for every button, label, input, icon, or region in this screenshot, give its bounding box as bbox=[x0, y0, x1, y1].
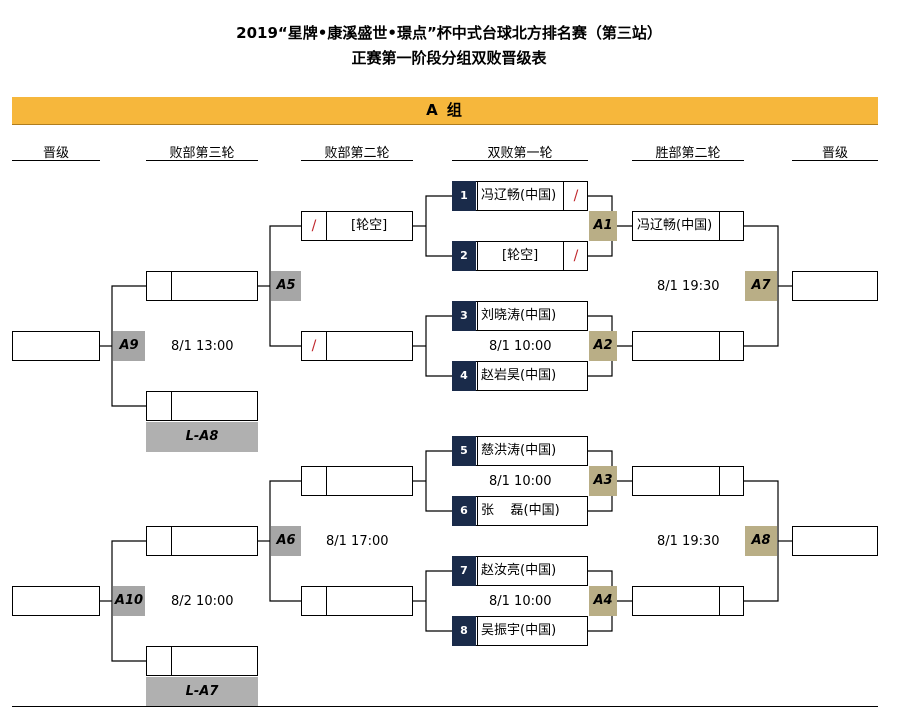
round-label-winners-r2: 胜部第二轮 bbox=[655, 146, 721, 161]
player-name: 赵汝亮(中国) bbox=[481, 563, 557, 578]
player-name: 冯辽畅(中国) bbox=[481, 188, 557, 203]
player-name: 张 磊(中国) bbox=[481, 503, 560, 518]
round-label-losers-r2: 败部第二轮 bbox=[324, 146, 390, 161]
player-name: 赵岩昊(中国) bbox=[481, 368, 557, 383]
losers-r2-slot bbox=[301, 586, 413, 616]
losers-r3-slot bbox=[146, 271, 258, 301]
round-underline bbox=[452, 160, 588, 161]
player-name: 刘晓涛(中国) bbox=[481, 308, 557, 323]
player-name: [轮空] bbox=[351, 218, 388, 233]
seed-number: 5 bbox=[452, 436, 476, 466]
match-code-a5: A5 bbox=[271, 271, 301, 301]
losers-r2-slot bbox=[301, 211, 413, 241]
match-time: 8/1 19:30 bbox=[657, 534, 720, 549]
player-name: 慈洪涛(中国) bbox=[481, 443, 557, 458]
match-code-a2: A2 bbox=[589, 331, 617, 361]
match-time: 8/1 19:30 bbox=[657, 279, 720, 294]
match-time: 8/1 10:00 bbox=[489, 474, 552, 489]
match-code-a7: A7 bbox=[745, 271, 777, 301]
winners-r2-slot bbox=[632, 211, 744, 241]
bye-slash: / bbox=[573, 188, 579, 204]
page-subtitle: 正赛第一阶段分组双败晋级表 bbox=[351, 49, 547, 67]
loser-feed-label: L-A7 bbox=[146, 677, 258, 707]
advance-slot-left bbox=[12, 331, 100, 361]
round-label-advance-left: 晋级 bbox=[42, 146, 69, 161]
round-underline bbox=[146, 160, 258, 161]
page-title: 2019“星牌•康溪盛世•璟点”杯中式台球北方排名赛（第三站） bbox=[236, 24, 662, 42]
player-name: [轮空] bbox=[502, 248, 539, 263]
round-label-advance-right: 晋级 bbox=[821, 146, 848, 161]
winners-r2-slot bbox=[632, 466, 744, 496]
match-code-a9: A9 bbox=[113, 331, 145, 361]
seed-number: 3 bbox=[452, 301, 476, 331]
round-underline bbox=[12, 160, 100, 161]
round-label-losers-r3: 败部第三轮 bbox=[169, 146, 235, 161]
match-code-a4: A4 bbox=[589, 586, 617, 616]
match-code-a10: A10 bbox=[113, 586, 145, 616]
round-underline bbox=[301, 160, 413, 161]
seed-number: 1 bbox=[452, 181, 476, 211]
advance-slot-left bbox=[12, 586, 100, 616]
winners-r2-slot bbox=[632, 586, 744, 616]
losers-r3-slot bbox=[146, 526, 258, 556]
player-name: 吴振宇(中国) bbox=[481, 623, 557, 638]
advance-slot-right bbox=[792, 526, 878, 556]
round-underline bbox=[632, 160, 744, 161]
losers-r2-slot bbox=[301, 331, 413, 361]
match-code-a1: A1 bbox=[589, 211, 617, 241]
winners-r2-slot bbox=[632, 331, 744, 361]
round-label-double-r1: 双败第一轮 bbox=[487, 146, 553, 161]
match-code-a8: A8 bbox=[745, 526, 777, 556]
group-header: A 组 bbox=[12, 97, 878, 125]
losers-r3-slot bbox=[146, 391, 258, 421]
match-time: 8/1 13:00 bbox=[171, 339, 234, 354]
losers-r2-slot bbox=[301, 466, 413, 496]
bottom-rule bbox=[12, 706, 878, 707]
seed-number: 8 bbox=[452, 616, 476, 646]
match-code-a6: A6 bbox=[271, 526, 301, 556]
match-time: 8/1 10:00 bbox=[489, 594, 552, 609]
match-time: 8/1 10:00 bbox=[489, 339, 552, 354]
seed-number: 7 bbox=[452, 556, 476, 586]
match-code-a3: A3 bbox=[589, 466, 617, 496]
match-time: 8/2 10:00 bbox=[171, 594, 234, 609]
loser-feed-label: L-A8 bbox=[146, 422, 258, 452]
match-time: 8/1 17:00 bbox=[326, 534, 389, 549]
bye-slash: / bbox=[311, 338, 317, 354]
bye-slash: / bbox=[311, 218, 317, 234]
player-name: 冯辽畅(中国) bbox=[637, 218, 713, 233]
bye-slash: / bbox=[573, 248, 579, 264]
seed-number: 4 bbox=[452, 361, 476, 391]
losers-r3-slot bbox=[146, 646, 258, 676]
advance-slot-right bbox=[792, 271, 878, 301]
seed-number: 6 bbox=[452, 496, 476, 526]
round-underline bbox=[792, 160, 878, 161]
seed-number: 2 bbox=[452, 241, 476, 271]
